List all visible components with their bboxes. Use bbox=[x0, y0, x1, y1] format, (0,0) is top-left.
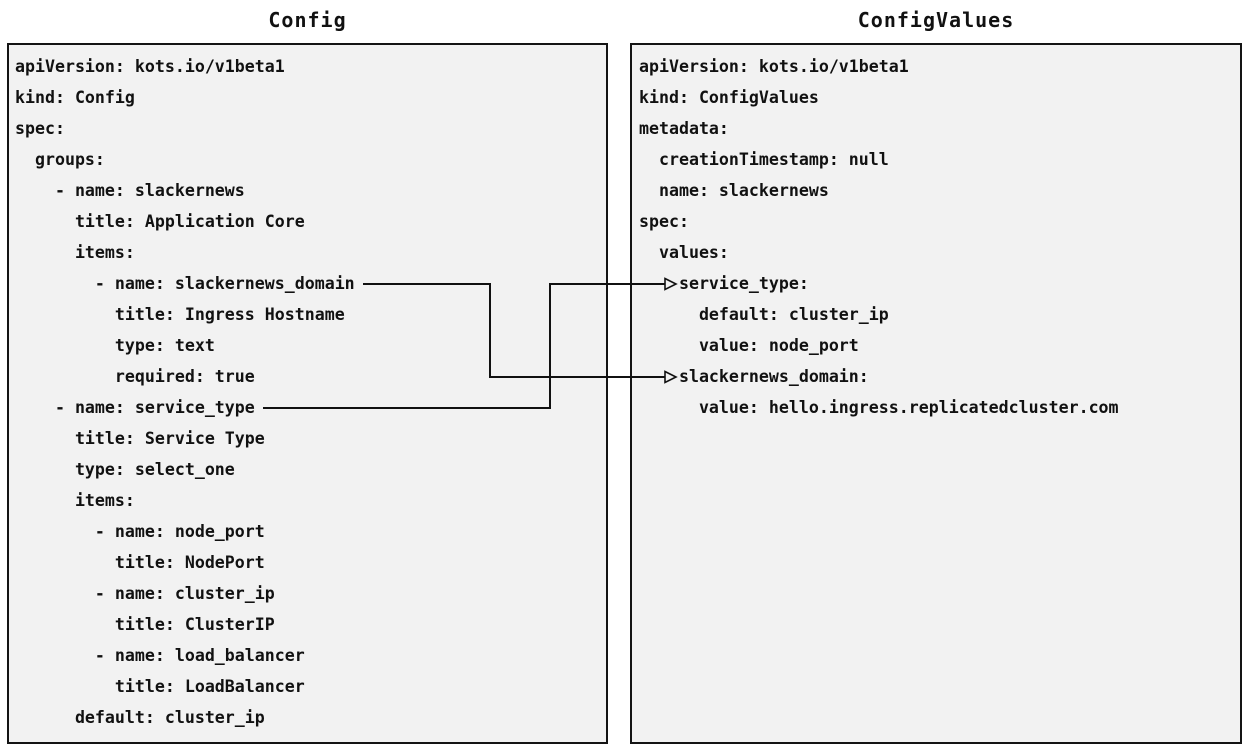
config-panel: apiVersion: kots.io/v1beta1 kind: Config… bbox=[7, 43, 608, 744]
config-yaml-code: apiVersion: kots.io/v1beta1 kind: Config… bbox=[15, 57, 355, 727]
configvalues-yaml-code: apiVersion: kots.io/v1beta1 kind: Config… bbox=[639, 57, 1119, 417]
config-panel-title: Config bbox=[268, 8, 347, 32]
configvalues-panel: apiVersion: kots.io/v1beta1 kind: Config… bbox=[630, 43, 1242, 744]
configvalues-panel-title: ConfigValues bbox=[857, 8, 1015, 32]
